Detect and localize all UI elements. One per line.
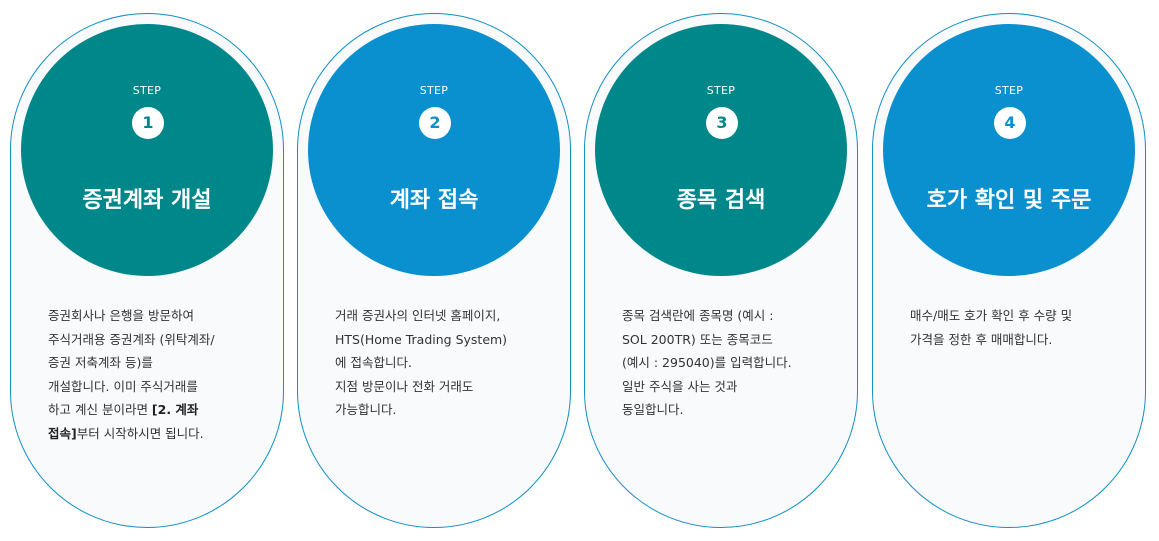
step-number: 1 — [132, 107, 164, 139]
step-label: STEP — [132, 84, 162, 97]
step-title: 종목 검색 — [676, 188, 766, 213]
description-line: 동일합니다. — [622, 402, 684, 417]
step-number: 4 — [994, 107, 1026, 139]
description-line: 일반 주식을 사는 것과 — [622, 378, 738, 394]
step-description: 매수/매도 호가 확인 후 수량 및 가격을 정한 후 매매합니다. — [910, 304, 1120, 351]
description-line: (예시 : 295040)를 입력합니다. — [622, 355, 792, 370]
description-line: 증권 저축계좌 등)를 — [48, 355, 153, 370]
description-line: 주식거래용 증권계좌 (위탁계좌/ — [48, 331, 215, 347]
description-line: 종목 검색란에 종목명 (예시 : — [622, 308, 774, 323]
description-line: 개설합니다. 이미 주식거래를 — [48, 378, 198, 394]
step-label: STEP — [994, 84, 1024, 97]
description-line: 하고 계신 분이라면 [2. 계좌 — [48, 398, 258, 422]
step-number: 3 — [706, 107, 738, 139]
step-title: 계좌 접속 — [389, 188, 479, 213]
step-circle: STEP 3 종목 검색 — [595, 24, 847, 276]
description-line: 가격을 정한 후 매매합니다. — [910, 331, 1053, 347]
step-circle: STEP 2 계좌 접속 — [308, 24, 560, 276]
description-line: 에 접속합니다. — [335, 355, 412, 370]
description-line: 지점 방문이나 전화 거래도 — [335, 378, 474, 394]
step-2-reference: [2. 계좌 — [151, 402, 199, 417]
step-title: 호가 확인 및 주문 — [926, 188, 1092, 213]
description-line: SOL 200TR) 또는 종목코드 — [622, 331, 773, 347]
description-line: 접속]부터 시작하시면 됩니다. — [48, 422, 258, 446]
step-label: STEP — [706, 84, 736, 97]
step-card-3: STEP 3 종목 검색 종목 검색란에 종목명 (예시 : SOL 200TR… — [584, 13, 858, 528]
step-description: 종목 검색란에 종목명 (예시 : SOL 200TR) 또는 종목코드 (예시… — [622, 304, 832, 422]
step-description: 거래 증권사의 인터넷 홈페이지, HTS(Home Trading Syste… — [335, 304, 545, 422]
description-line: 거래 증권사의 인터넷 홈페이지, — [335, 308, 501, 323]
description-line: 증권회사나 은행을 방문하여 — [48, 308, 194, 323]
step-2-reference: 접속] — [48, 425, 77, 441]
step-circle: STEP 1 증권계좌 개설 — [21, 24, 273, 276]
step-card-1: STEP 1 증권계좌 개설 증권회사나 은행을 방문하여 주식거래용 증권계좌… — [10, 13, 284, 528]
step-description: 증권회사나 은행을 방문하여 주식거래용 증권계좌 (위탁계좌/ 증권 저축계좌… — [48, 304, 258, 445]
step-circle: STEP 4 호가 확인 및 주문 — [883, 24, 1135, 276]
description-line: 가능합니다. — [335, 402, 397, 417]
step-label: STEP — [419, 84, 449, 97]
description-text: 부터 시작하시면 됩니다. — [76, 425, 204, 441]
description-line: 매수/매도 호가 확인 후 수량 및 — [910, 308, 1073, 323]
description-line: HTS(Home Trading System) — [335, 331, 508, 347]
step-card-4: STEP 4 호가 확인 및 주문 매수/매도 호가 확인 후 수량 및 가격을… — [872, 13, 1146, 528]
step-card-2: STEP 2 계좌 접속 거래 증권사의 인터넷 홈페이지, HTS(Home … — [297, 13, 571, 528]
description-text: 하고 계신 분이라면 — [48, 402, 152, 417]
step-number: 2 — [419, 107, 451, 139]
step-title: 증권계좌 개설 — [82, 188, 212, 213]
